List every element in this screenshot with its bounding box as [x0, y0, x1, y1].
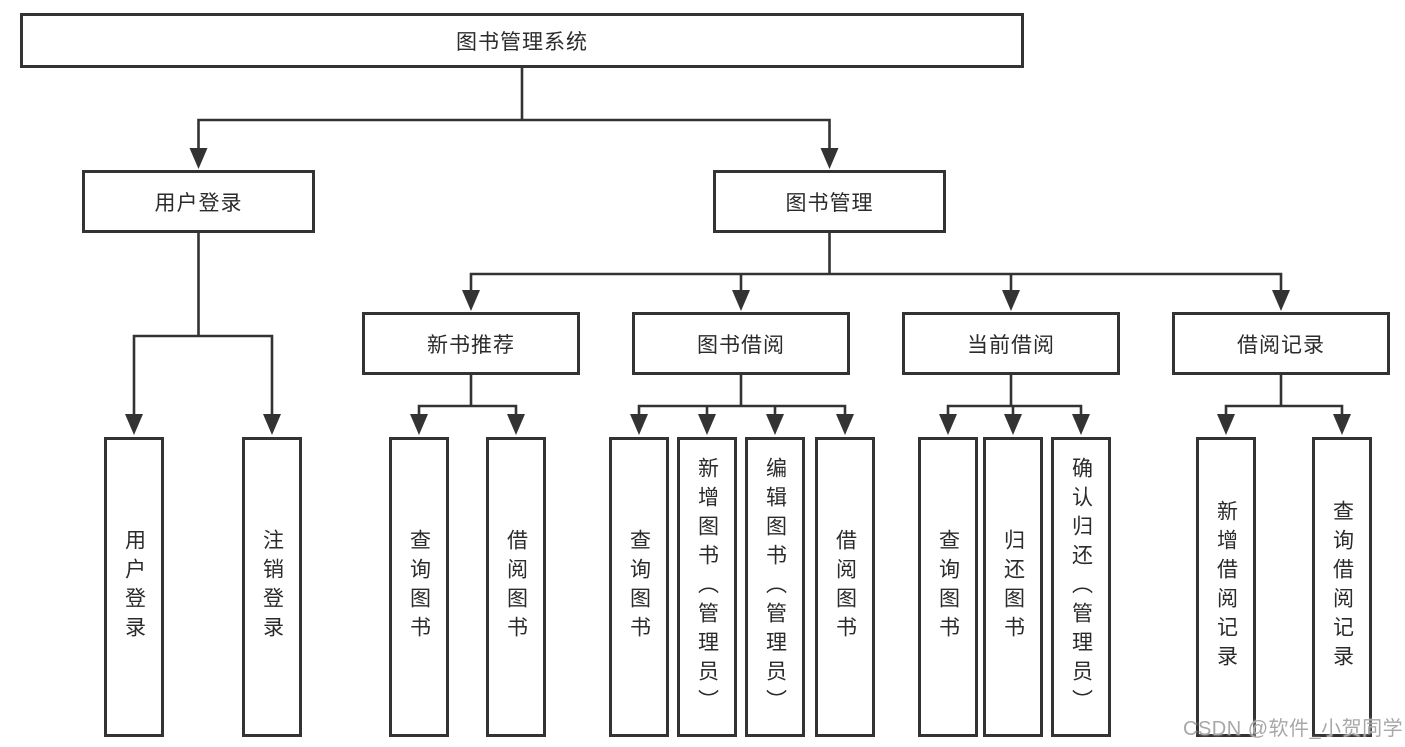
arrowhead [410, 414, 428, 435]
arrowhead [462, 290, 480, 311]
arrowhead [189, 148, 208, 169]
watermark: CSDN @软件_小贺同学 [1183, 718, 1404, 740]
node-leaf-query-borrow-record-label: 查询借阅记录 [1330, 500, 1354, 674]
node-leaf-edit-book-admin-label: 编辑图书（管理员） [763, 456, 787, 718]
arrowhead [732, 290, 750, 311]
connector-current-borrowing-children [946, 373, 1083, 420]
node-leaf-add-borrow-record-label: 新增借阅记录 [1214, 500, 1238, 674]
node-user-login: 用户登录 [82, 170, 315, 233]
node-book-management: 图书管理 [713, 170, 946, 233]
connector-borrowing-records-children [1224, 373, 1344, 420]
node-new-book-recommend: 新书推荐 [362, 312, 580, 375]
node-leaf-add-book-admin-label: 新增图书（管理员） [695, 456, 719, 718]
node-leaf-logout: 注销登录 [242, 437, 302, 737]
arrowhead [836, 414, 854, 435]
node-current-borrowing: 当前借阅 [902, 312, 1120, 375]
arrowhead [698, 414, 716, 435]
node-leaf-query-book-3: 查询图书 [918, 437, 978, 737]
node-leaf-borrow-book-1: 借阅图书 [486, 437, 546, 737]
node-leaf-borrow-book-1-label: 借阅图书 [504, 529, 528, 645]
node-leaf-query-borrow-record: 查询借阅记录 [1312, 437, 1372, 737]
node-leaf-query-book-2-label: 查询图书 [627, 529, 651, 645]
arrowhead [1002, 290, 1020, 311]
connector-book-management-children [469, 231, 1283, 296]
arrowhead [1272, 290, 1290, 311]
arrowhead [507, 414, 525, 435]
node-leaf-user-login-label: 用户登录 [122, 529, 146, 645]
node-leaf-query-book-3-label: 查询图书 [936, 529, 960, 645]
arrowhead [263, 414, 281, 435]
connector-book-borrowing-children [637, 373, 847, 420]
node-leaf-add-borrow-record: 新增借阅记录 [1196, 437, 1256, 737]
node-leaf-borrow-book-2: 借阅图书 [815, 437, 875, 737]
arrowhead [1217, 414, 1235, 435]
node-leaf-query-book-1-label: 查询图书 [407, 529, 431, 645]
node-leaf-borrow-book-2-label: 借阅图书 [833, 529, 857, 645]
node-root-library-system: 图书管理系统 [20, 13, 1024, 68]
node-leaf-user-login: 用户登录 [104, 437, 164, 737]
node-leaf-edit-book-admin: 编辑图书（管理员） [745, 437, 805, 737]
arrowhead [1333, 414, 1351, 435]
connector-root-to-level2 [197, 66, 831, 154]
node-borrowing-records: 借阅记录 [1172, 312, 1390, 375]
arrowhead [1072, 414, 1090, 435]
connector-new-book-children [417, 373, 518, 420]
arrowhead [766, 414, 784, 435]
node-leaf-return-book: 归还图书 [983, 437, 1043, 737]
arrowhead [125, 414, 143, 435]
arrowhead [1004, 414, 1022, 435]
node-leaf-confirm-return-admin-label: 确认归还（管理员） [1069, 456, 1093, 718]
arrowhead [820, 148, 839, 169]
arrowhead [630, 414, 648, 435]
connector-user-login-children [132, 231, 274, 420]
node-leaf-add-book-admin: 新增图书（管理员） [677, 437, 737, 737]
node-leaf-confirm-return-admin: 确认归还（管理员） [1051, 437, 1111, 737]
node-leaf-query-book-2: 查询图书 [609, 437, 669, 737]
arrowheads [125, 148, 1351, 435]
node-leaf-logout-label: 注销登录 [260, 529, 284, 645]
arrowhead [939, 414, 957, 435]
node-leaf-query-book-1: 查询图书 [389, 437, 449, 737]
node-leaf-return-book-label: 归还图书 [1001, 529, 1025, 645]
node-book-borrowing: 图书借阅 [632, 312, 850, 375]
